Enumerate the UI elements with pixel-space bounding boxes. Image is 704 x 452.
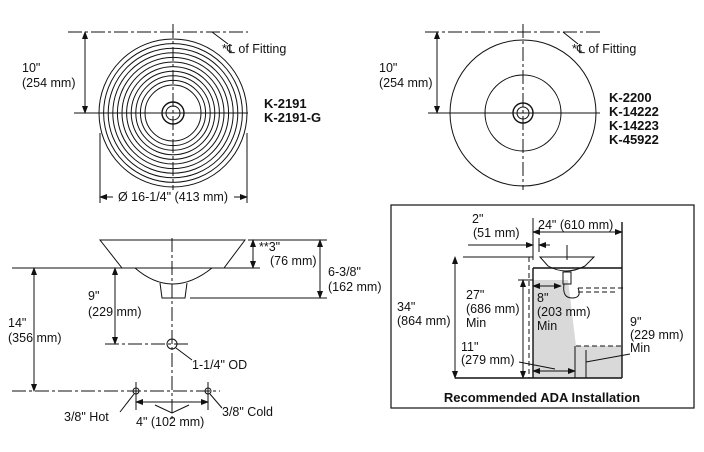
offset-label: 2"	[472, 212, 483, 226]
total-mm: (162 mm)	[328, 280, 381, 294]
basin-ring	[139, 79, 207, 147]
basin-ring	[126, 66, 220, 160]
cold-label: 3/8" Cold	[222, 405, 273, 419]
knee-depth-label: 8"	[537, 291, 548, 305]
spacing-label: 4" (102 mm)	[136, 415, 204, 429]
ada-title: Recommended ADA Installation	[444, 390, 640, 405]
basin-ring	[130, 70, 216, 156]
plan-view-k2200: 10" (254 mm) *℄ of Fitting K-2200 K-1422…	[379, 24, 659, 190]
toe-mm: (229 mm)	[630, 328, 683, 342]
hot-supply	[132, 387, 140, 395]
model-label: K-2191	[264, 96, 307, 111]
basin-ring	[144, 84, 202, 142]
height-label: 34"	[397, 300, 415, 314]
fitting-label: *℄ of Fitting	[222, 42, 286, 56]
plan-view-k2191: 10" (254 mm) *℄ of Fitting K-2191 K-2191…	[22, 24, 321, 204]
model-label: K-14222	[609, 104, 659, 119]
toe-label: 9"	[630, 315, 641, 329]
side-view: **3" (76 mm) 6-3/8" (162 mm) 9" (229 mm)…	[8, 238, 381, 429]
knee-depth-min: Min	[537, 319, 557, 333]
toe-depth-label: 11"	[461, 340, 478, 354]
knee-depth-mm: (203 mm)	[537, 305, 590, 319]
model-label: K-45922	[609, 132, 659, 147]
toe-depth-mm: (279 mm)	[461, 353, 514, 367]
supply-mm: (356 mm)	[8, 331, 61, 345]
depth-label: 24" (610 mm)	[538, 218, 613, 232]
supply-label: 14"	[8, 316, 26, 330]
offset-mm: (51 mm)	[473, 226, 520, 240]
model-label: K-14223	[609, 118, 659, 133]
height-mm: (254 mm)	[22, 76, 75, 90]
basin-ring	[107, 47, 239, 179]
drain-mm: (229 mm)	[88, 305, 141, 319]
model-label: K-2200	[609, 90, 652, 105]
basin-ring	[116, 56, 230, 170]
height-label: 10"	[22, 61, 40, 75]
rim-mm: (76 mm)	[270, 254, 317, 268]
knee-mm: (686 mm)	[466, 302, 519, 316]
cold-supply	[204, 387, 212, 395]
basin-ring	[121, 61, 225, 165]
total-label: 6-3/8"	[328, 265, 361, 279]
drain-label: 9"	[88, 289, 99, 303]
concentric-rings	[98, 38, 248, 188]
basin-ring	[135, 75, 211, 151]
knee-label: 27"	[466, 288, 484, 302]
height-mm: (864 mm)	[397, 314, 450, 328]
height-mm: (254 mm)	[379, 76, 432, 90]
height-label: 10"	[379, 61, 397, 75]
rim-label: **3"	[259, 240, 280, 254]
hot-label: 3/8" Hot	[64, 410, 109, 424]
knee-min: Min	[466, 316, 486, 330]
model-label: K-2191-G	[264, 110, 321, 125]
basin-ring	[98, 38, 248, 188]
od-label: 1-1/4" OD	[192, 358, 247, 372]
basin-ring	[103, 43, 243, 183]
drain-outlet	[166, 338, 178, 350]
diameter-label: Ø 16-1/4" (413 mm)	[118, 190, 228, 204]
fitting-label: *℄ of Fitting	[572, 42, 636, 56]
ada-installation: 2" (51 mm) 24" (610 mm) 34" (864 mm) 27"…	[390, 204, 695, 409]
basin-ring	[112, 52, 234, 174]
toe-min: Min	[630, 341, 650, 355]
